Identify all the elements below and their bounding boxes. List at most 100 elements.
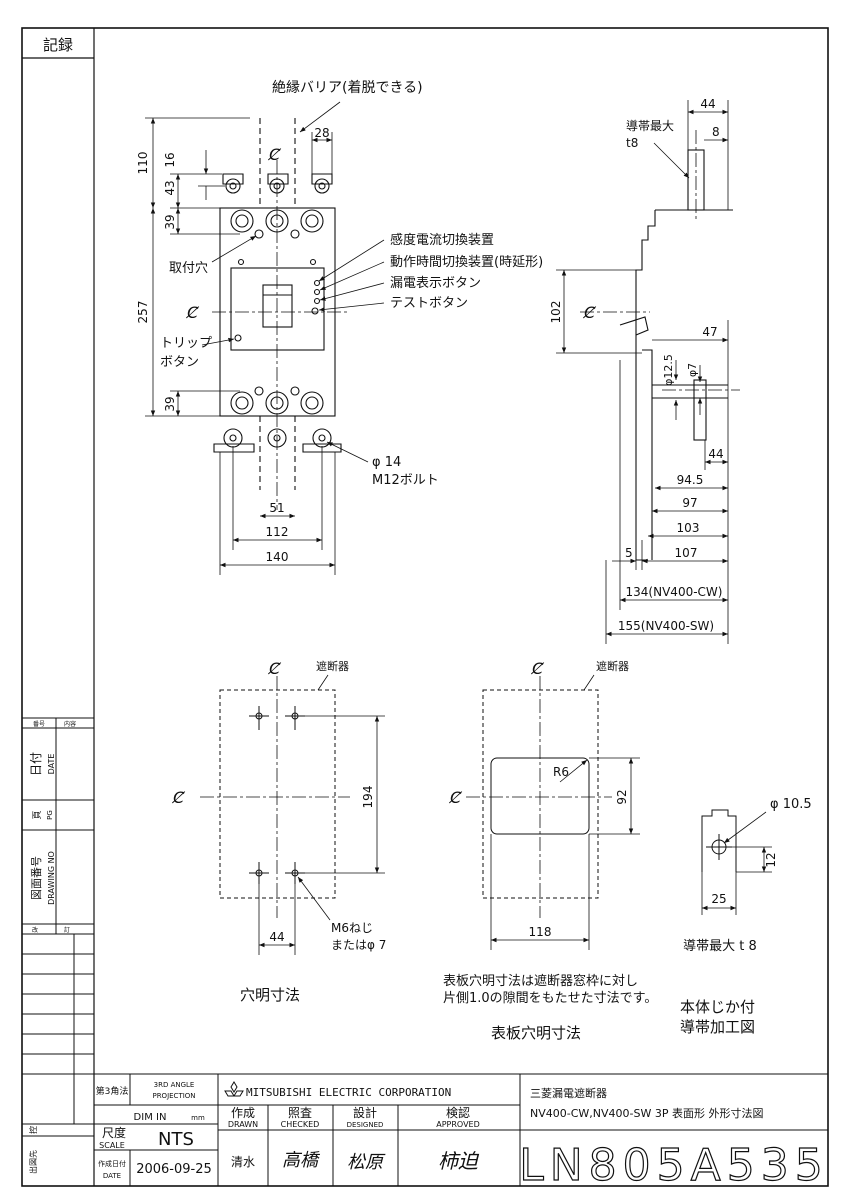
panel-note-1: 表板穴明寸法は遮断器窓枠に対し xyxy=(443,973,638,989)
copy-label: 控 xyxy=(28,1126,38,1134)
dim-16: 16 xyxy=(163,152,177,167)
panel-r6-label: R6 xyxy=(553,765,569,779)
company-name: MITSUBISHI ELECTRIC CORPORATION xyxy=(246,1086,451,1099)
title-line-1: 三菱漏電遮断器 xyxy=(530,1086,607,1100)
revision-header-no: 番号 xyxy=(33,721,45,728)
side-centerline-label: Ȼ xyxy=(582,303,597,322)
dim-unit: mm xyxy=(191,1114,205,1122)
processing-note-2: 導帯加工図 xyxy=(680,1018,755,1036)
panel-breaker-label: 遮断器 xyxy=(596,659,629,673)
dim-in-label: DIM IN xyxy=(134,1112,167,1123)
date-value: 2006-09-25 xyxy=(136,1162,212,1177)
title-line-2: NV400-CW,NV400-SW 3P 表面形 外形寸法図 xyxy=(530,1106,763,1120)
side-dim-5: 5 xyxy=(625,546,633,560)
mitsubishi-logo-icon xyxy=(224,1081,244,1097)
dim-112: 112 xyxy=(266,525,289,539)
panel-dim-92: 92 xyxy=(615,789,629,804)
date-label: 日付 xyxy=(29,752,43,776)
side-dim-phi12.5: φ12.5 xyxy=(662,354,675,386)
checked-jp: 照査 xyxy=(288,1106,312,1120)
designed-jp: 設計 xyxy=(353,1105,377,1120)
front-centerline-label-h: Ȼ xyxy=(185,303,200,322)
conductor-max-label: 導帯最大 xyxy=(626,119,674,133)
side-dim-155: 155(NV400-SW) xyxy=(618,619,714,633)
dim-257: 257 xyxy=(136,301,150,324)
dim-39-bottom: 39 xyxy=(163,396,177,411)
side-dim-134: 134(NV400-CW) xyxy=(626,585,723,599)
sensitivity-switch-label: 感度電流切換装置 xyxy=(390,232,494,248)
panel-centerline-label-h: Ȼ xyxy=(448,788,463,807)
approved-by-signature: 柿迫 xyxy=(438,1149,480,1173)
panel-caption: 表板穴明寸法 xyxy=(491,1024,581,1042)
checked-en: CHECKED xyxy=(281,1120,320,1129)
side-view xyxy=(619,149,733,561)
drawn-by: 清水 xyxy=(231,1155,255,1169)
checked-by-signature: 高橋 xyxy=(282,1150,321,1171)
panel-dimensions xyxy=(490,674,640,950)
panel-centerlines xyxy=(466,676,612,918)
title-block xyxy=(94,1073,828,1186)
approved-jp: 検認 xyxy=(446,1105,470,1120)
date-label-en: DATE xyxy=(47,754,56,775)
hole-centerlines xyxy=(200,676,350,918)
bolt-diameter-label: φ 14 xyxy=(372,455,401,470)
side-dim-8: 8 xyxy=(712,125,720,139)
conductor-view xyxy=(701,809,737,872)
conductor-phi10.5: φ 10.5 xyxy=(770,797,812,812)
revision-header-content: 内容 xyxy=(64,720,76,728)
bolt-size-label: M12ボルト xyxy=(372,473,439,488)
side-dim-44-top: 44 xyxy=(700,97,715,111)
conductor-dim-25: 25 xyxy=(711,892,726,906)
side-dim-103: 103 xyxy=(677,521,700,535)
side-dim-44-bottom: 44 xyxy=(708,447,723,461)
issue-destination-label: 出図先 xyxy=(28,1150,38,1174)
dim-140: 140 xyxy=(266,550,289,564)
side-dim-97: 97 xyxy=(682,496,697,510)
hole-dim-194: 194 xyxy=(361,786,375,809)
drawn-en: DRAWN xyxy=(228,1120,258,1129)
hole-view xyxy=(219,689,336,899)
drawing-number: LN805A535 xyxy=(519,1140,829,1191)
hole-breaker-label: 遮断器 xyxy=(316,659,349,673)
hole-dimensions xyxy=(258,674,385,955)
hole-dim-44: 44 xyxy=(269,930,284,944)
designed-by-signature: 松原 xyxy=(347,1152,386,1173)
panel-view xyxy=(482,689,599,899)
side-dim-102: 102 xyxy=(549,301,563,324)
date-jp: 作成日付 xyxy=(98,1159,126,1168)
drawn-jp: 作成 xyxy=(231,1106,255,1120)
panel-centerline-label-v: Ȼ xyxy=(530,659,545,678)
processing-note-1: 本体じか付 xyxy=(680,998,755,1016)
conductor-t8-label: t8 xyxy=(626,136,638,150)
revision-strip xyxy=(22,717,94,1137)
side-dim-94.5: 94.5 xyxy=(677,473,704,487)
side-dim-107: 107 xyxy=(675,546,698,560)
dim-28: 28 xyxy=(314,126,329,140)
hole-centerline-label-h: Ȼ xyxy=(171,788,186,807)
front-centerlines xyxy=(212,160,350,510)
panel-note-2: 片側1.0の隙間をもたせた寸法です。 xyxy=(443,991,657,1006)
sheet-border xyxy=(21,27,829,1187)
designed-en: DESIGNED xyxy=(347,1121,384,1129)
side-dimensions xyxy=(556,100,729,644)
projection-en-1: 3RD ANGLE xyxy=(154,1081,195,1089)
leak-indicator-label: 漏電表示ボタン xyxy=(390,275,481,291)
conductor-caption: 導帯最大 t 8 xyxy=(683,939,757,954)
dim-39-top: 39 xyxy=(163,214,177,229)
scale-en: SCALE xyxy=(99,1141,125,1150)
projection-en-2: PROJECTION xyxy=(152,1092,195,1100)
side-centerlines xyxy=(580,130,740,391)
drawing-no-label-en: DRAWING NO xyxy=(47,851,56,905)
time-switch-label: 動作時間切換装置(時延形) xyxy=(390,255,543,270)
front-view xyxy=(213,118,342,490)
dim-110: 110 xyxy=(136,152,150,175)
screw-label-1: M6ねじ xyxy=(331,921,373,935)
scale-value: NTS xyxy=(158,1129,194,1150)
front-dimensions xyxy=(145,101,385,575)
revision-mark-2: 訂 xyxy=(64,926,70,934)
projection-jp: 第3角法 xyxy=(96,1085,129,1097)
date-en: DATE xyxy=(103,1172,121,1180)
record-label: 記録 xyxy=(43,36,73,54)
hole-centerline-label-v: Ȼ xyxy=(267,659,282,678)
approved-en: APPROVED xyxy=(436,1120,480,1129)
